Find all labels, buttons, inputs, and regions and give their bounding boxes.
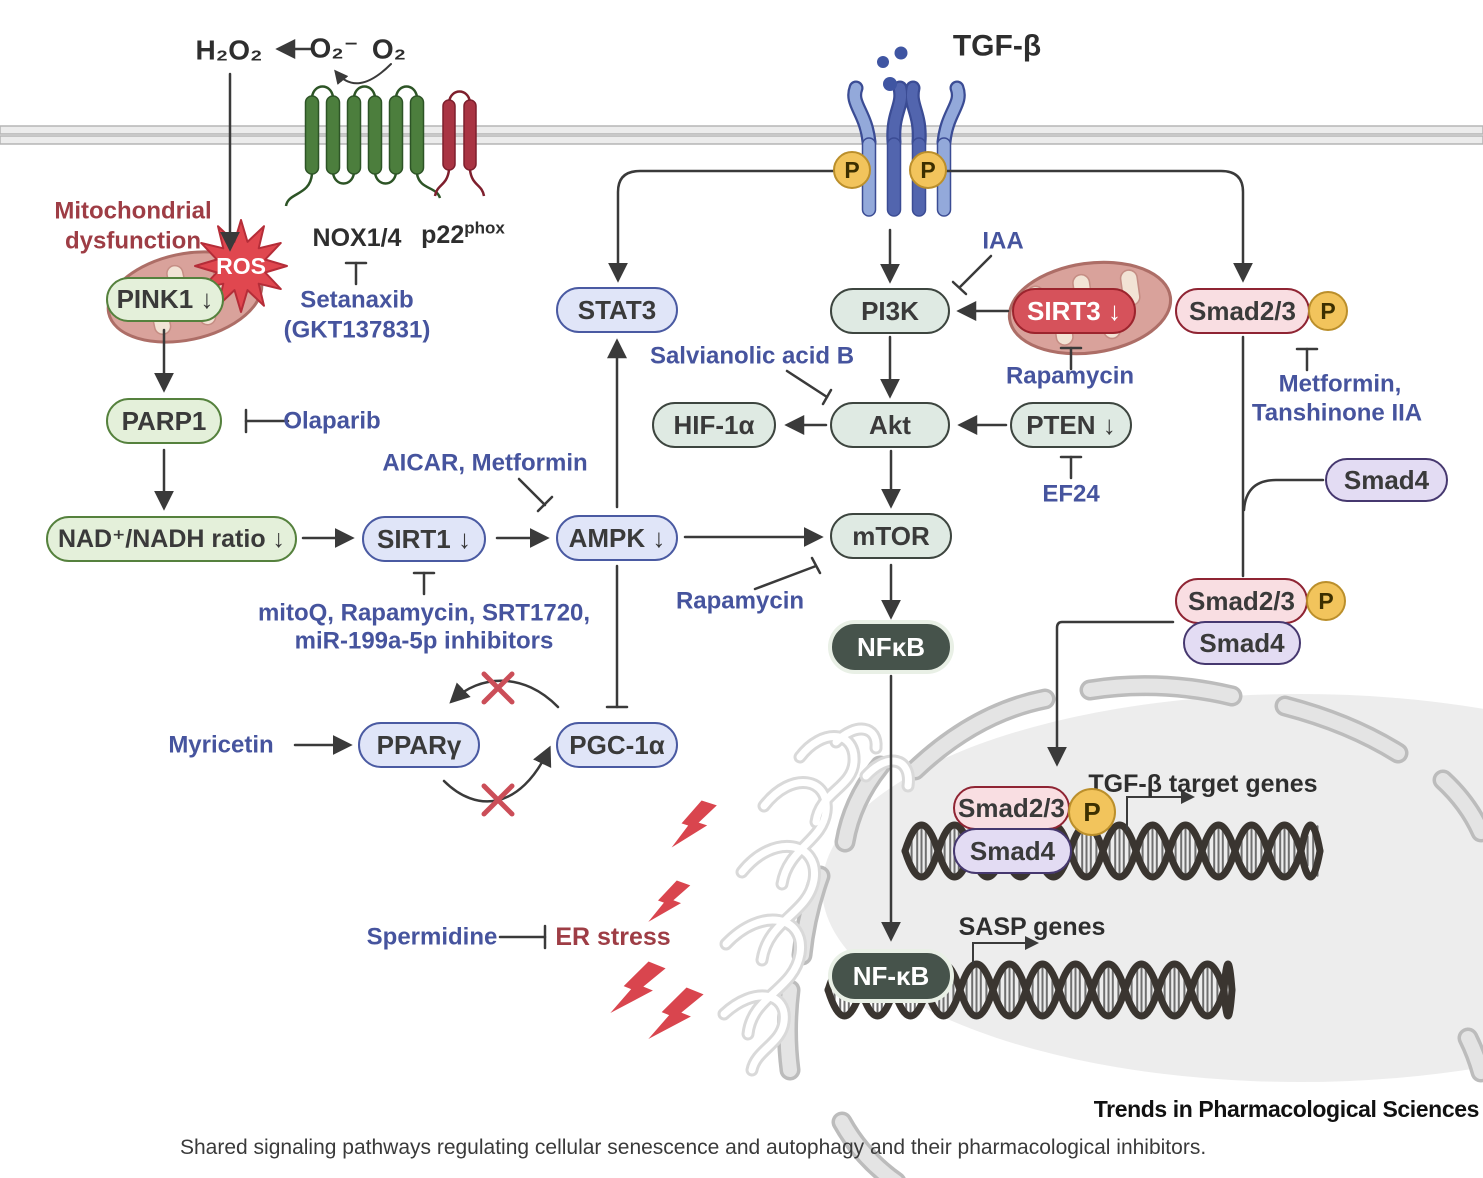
metformin-label: Metformin, [1278,370,1402,398]
node-hif1a: HIF-1α [652,402,776,448]
node-mtor: mTOR [830,513,952,559]
myricetin-label: Myricetin [168,731,274,759]
node-sirt1: SIRT1 ↓ [362,516,486,562]
node-smad23-complex: Smad2/3 [1175,578,1308,624]
iaa-label: IAA [982,227,1024,255]
setanaxib-label-line2: (GKT137831) [283,316,431,344]
mito-dysfunction-line2: dysfunction [65,227,201,255]
red-x-icon [481,671,515,817]
node-ampk: AMPK ↓ [556,515,678,561]
p22phox-channel-icon [433,90,486,197]
oxygen-label: O₂ [371,33,407,65]
phospho-badge: P [1306,581,1346,621]
phospho-badge: P [909,151,947,189]
ros-label: ROS [216,252,266,279]
node-akt: Akt [830,402,950,448]
node-pink1: PINK1 ↓ [106,277,224,322]
rapamycin-mtor-label: Rapamycin [675,587,805,615]
node-nfkb-nucleus: NF-κB [832,953,950,999]
ef24-label: EF24 [1042,480,1100,508]
figure-caption: Shared signaling pathways regulating cel… [180,1136,1207,1159]
er-stress-label: ER stress [555,922,671,951]
node-stat3: STAT3 [556,287,678,333]
sirt1-inhibitors-line2: miR-199a-5p inhibitors [294,627,554,655]
sirt1-inhibitors-line1: mitoQ, Rapamycin, SRT1720, [257,599,591,627]
rapamycin-sirt3-label: Rapamycin [1005,362,1135,390]
node-smad4-nucleus: Smad4 [953,828,1072,874]
ros-burst-icon [194,219,288,313]
node-smad4-free: Smad4 [1325,458,1448,502]
mito-dysfunction-line1: Mitochondrial [54,197,212,225]
tgfb-target-genes-label: TGF-β target genes [1088,769,1318,798]
phospho-badge: P [1068,788,1116,836]
node-smad4-complex: Smad4 [1183,621,1301,665]
node-pparg: PPARγ [358,722,480,768]
plasma-membrane-icon [0,125,1483,145]
nox-label: NOX1/4 [312,223,402,252]
phospho-badge: P [1308,291,1348,331]
setanaxib-label-line1: Setanaxib [300,286,414,314]
olaparib-label: Olaparib [283,407,381,435]
superoxide-label: O₂⁻ [309,32,359,64]
h2o2-label: H₂O₂ [195,34,263,66]
tanshinone-label: Tanshinone IIA [1251,399,1423,427]
node-pgc1a: PGC-1α [556,722,678,768]
aicar-metformin-label: AICAR, Metformin [382,449,588,477]
node-smad23-nucleus: Smad2/3 [953,786,1070,830]
node-pi3k: PI3K [830,288,950,334]
tgfb-label: TGF-β [952,29,1042,63]
tgfb-ligand-icon [877,46,908,91]
journal-name: Trends in Pharmacological Sciences [1093,1096,1480,1122]
node-sirt3: SIRT3 ↓ [1012,288,1136,334]
spermidine-label: Spermidine [366,923,498,951]
sasp-genes-label: SASP genes [958,912,1106,941]
node-parp1: PARP1 [106,398,222,444]
node-smad23: Smad2/3 [1175,288,1310,334]
salvianolic-acid-b-label: Salvianolic acid B [649,342,855,370]
p22phox-label: p22phox [421,218,505,250]
phospho-badge: P [833,151,871,189]
node-nad-nadh-ratio: NAD⁺/NADH ratio ↓ [46,516,297,562]
node-nfkb-cytoplasm: NFκB [832,624,950,670]
node-pten: PTEN ↓ [1010,402,1132,448]
nox1-4-channel-icon [284,85,442,207]
